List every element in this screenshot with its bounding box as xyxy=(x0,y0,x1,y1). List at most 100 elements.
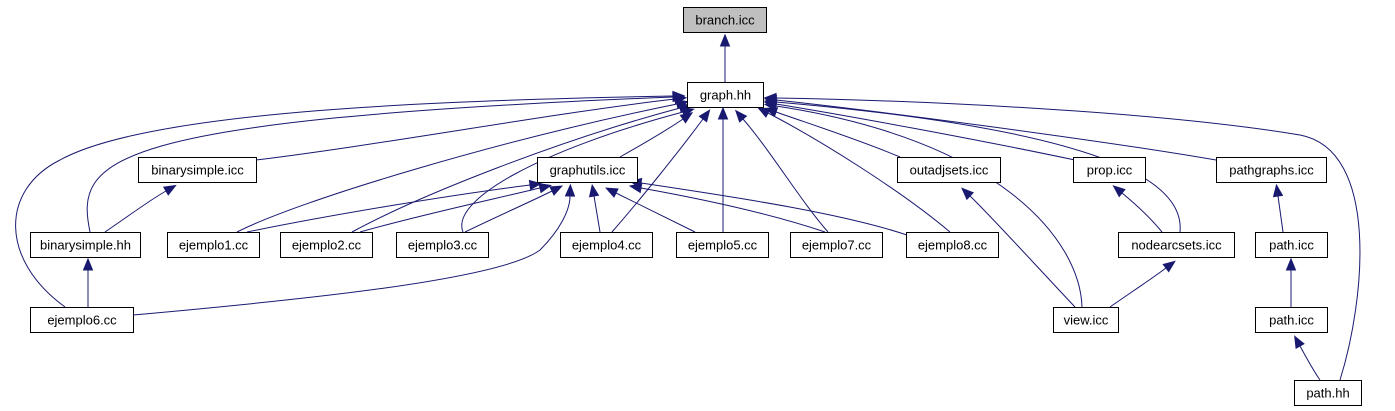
edge-ejemplo6_cc-to-binarysimple_hh xyxy=(82,257,94,307)
node-path-hh[interactable]: path.hh xyxy=(1294,380,1362,406)
node-label: nodearcsets.icc xyxy=(1131,238,1222,253)
node-box xyxy=(280,232,373,258)
node-graphutils-icc[interactable]: graphutils.icc xyxy=(537,157,638,183)
edge-line xyxy=(86,96,674,233)
edge-ejemplo3_cc-to-graphutils_icc xyxy=(464,185,564,233)
node-box xyxy=(683,7,767,33)
edge-graph_hh-to-branch_icc xyxy=(719,33,731,82)
arrowhead xyxy=(528,179,543,191)
edge-ejemplo6_cc-to-graphutils_icc xyxy=(132,183,576,316)
edge-nodearcsets_icc-to-prop_icc xyxy=(1112,185,1163,233)
edge-view_icc-to-outadjsets_icc xyxy=(961,187,1076,308)
node-box xyxy=(560,232,653,258)
node-box xyxy=(30,307,134,333)
edge-line xyxy=(1109,267,1167,308)
edge-path_hh-to-path_icc_2 xyxy=(1294,335,1321,381)
node-box xyxy=(1294,380,1362,406)
node-binarysimple-icc[interactable]: binarysimple.icc xyxy=(138,157,257,183)
arrowhead xyxy=(1294,335,1305,349)
node-binarysimple-hh[interactable]: binarysimple.hh xyxy=(30,232,141,258)
edge-line xyxy=(775,105,1083,308)
node-path-icc-2[interactable]: path.icc xyxy=(1255,307,1328,333)
node-label: ejemplo8.cc xyxy=(918,238,988,253)
node-branch-icc[interactable]: branch.icc xyxy=(683,7,767,33)
edge-line xyxy=(742,118,829,233)
edge-line xyxy=(236,103,678,233)
node-prop-icc[interactable]: prop.icc xyxy=(1073,157,1146,183)
arrowhead xyxy=(681,107,695,118)
arrowhead xyxy=(538,183,552,194)
node-box xyxy=(687,82,764,108)
edge-line xyxy=(132,195,571,316)
arrowhead xyxy=(1272,183,1284,198)
node-label: path.icc xyxy=(1269,313,1314,328)
node-label: prop.icc xyxy=(1087,163,1133,178)
arrowhead xyxy=(588,183,600,198)
node-box xyxy=(1118,232,1235,258)
arrowhead xyxy=(961,187,974,201)
arrowhead xyxy=(1162,260,1176,273)
edge-view_icc-to-graph_hh xyxy=(763,100,1083,308)
node-label: view.icc xyxy=(1064,313,1109,328)
arrowhead xyxy=(734,109,748,123)
node-label: graphutils.icc xyxy=(550,163,626,178)
node-label: ejemplo6.cc xyxy=(47,313,117,328)
edge-ejemplo5_cc-to-graphutils_icc xyxy=(604,187,696,233)
edge-line xyxy=(611,118,704,233)
arrowhead xyxy=(1112,185,1126,198)
arrowhead xyxy=(757,107,771,118)
edge-line xyxy=(593,195,601,233)
node-graph-hh[interactable]: graph.hh xyxy=(687,82,764,108)
arrowhead xyxy=(698,109,711,123)
edge-line xyxy=(775,97,1361,381)
edge-ejemplo8_cc-to-graphutils_icc xyxy=(628,177,911,237)
arrowhead xyxy=(719,33,731,47)
node-ejemplo2-cc[interactable]: ejemplo2.cc xyxy=(280,232,373,258)
edge-line xyxy=(1277,195,1284,233)
node-label: path.icc xyxy=(1269,238,1314,253)
node-label: ejemplo3.cc xyxy=(408,238,478,253)
node-label: binarysimple.hh xyxy=(40,238,131,253)
arrowhead xyxy=(1285,257,1297,271)
node-label: binarysimple.icc xyxy=(151,163,244,178)
node-label: graph.hh xyxy=(700,88,751,103)
node-ejemplo6-cc[interactable]: ejemplo6.cc xyxy=(30,307,134,333)
node-ejemplo7-cc[interactable]: ejemplo7.cc xyxy=(790,232,883,258)
node-ejemplo1-cc[interactable]: ejemplo1.cc xyxy=(167,232,260,258)
edge-line xyxy=(464,190,553,233)
node-label: outadjsets.icc xyxy=(910,163,989,178)
arrowhead xyxy=(564,183,576,197)
node-pathgraphs-icc[interactable]: pathgraphs.icc xyxy=(1216,157,1327,183)
arrowhead xyxy=(549,185,564,196)
node-ejemplo8-cc[interactable]: ejemplo8.cc xyxy=(906,232,999,258)
node-label: ejemplo4.cc xyxy=(572,238,642,253)
edge-ejemplo3_cc-to-graph_hh xyxy=(461,107,695,233)
arrowhead xyxy=(82,257,94,271)
node-box xyxy=(537,157,638,183)
edge-ejemplo4_cc-to-graph_hh xyxy=(611,109,711,233)
edge-line xyxy=(246,184,531,233)
node-box xyxy=(396,232,489,258)
arrowhead xyxy=(763,92,777,104)
node-box xyxy=(676,232,769,258)
node-layer: branch.icc graph.hh binarysimple.icc graphu… xyxy=(30,7,1362,406)
arrowhead xyxy=(672,90,686,102)
node-ejemplo3-cc[interactable]: ejemplo3.cc xyxy=(396,232,489,258)
edge-path_hh-to-graph_hh xyxy=(763,92,1361,381)
node-view-icc[interactable]: view.icc xyxy=(1053,307,1119,333)
node-label: pathgraphs.icc xyxy=(1229,163,1314,178)
edge-ejemplo5_cc-to-graph_hh xyxy=(717,106,729,232)
node-box xyxy=(30,232,141,258)
edge-line xyxy=(775,103,1076,161)
node-box xyxy=(167,232,260,258)
node-label: ejemplo5.cc xyxy=(688,238,758,253)
node-ejemplo5-cc[interactable]: ejemplo5.cc xyxy=(676,232,769,258)
node-ejemplo4-cc[interactable]: ejemplo4.cc xyxy=(560,232,653,258)
node-path-icc-1[interactable]: path.icc xyxy=(1255,232,1328,258)
arrowhead xyxy=(763,100,778,112)
node-outadjsets-icc[interactable]: outadjsets.icc xyxy=(897,157,1001,183)
node-label: branch.icc xyxy=(695,13,755,28)
node-label: ejemplo7.cc xyxy=(802,238,872,253)
node-nodearcsets-icc[interactable]: nodearcsets.icc xyxy=(1118,232,1235,258)
